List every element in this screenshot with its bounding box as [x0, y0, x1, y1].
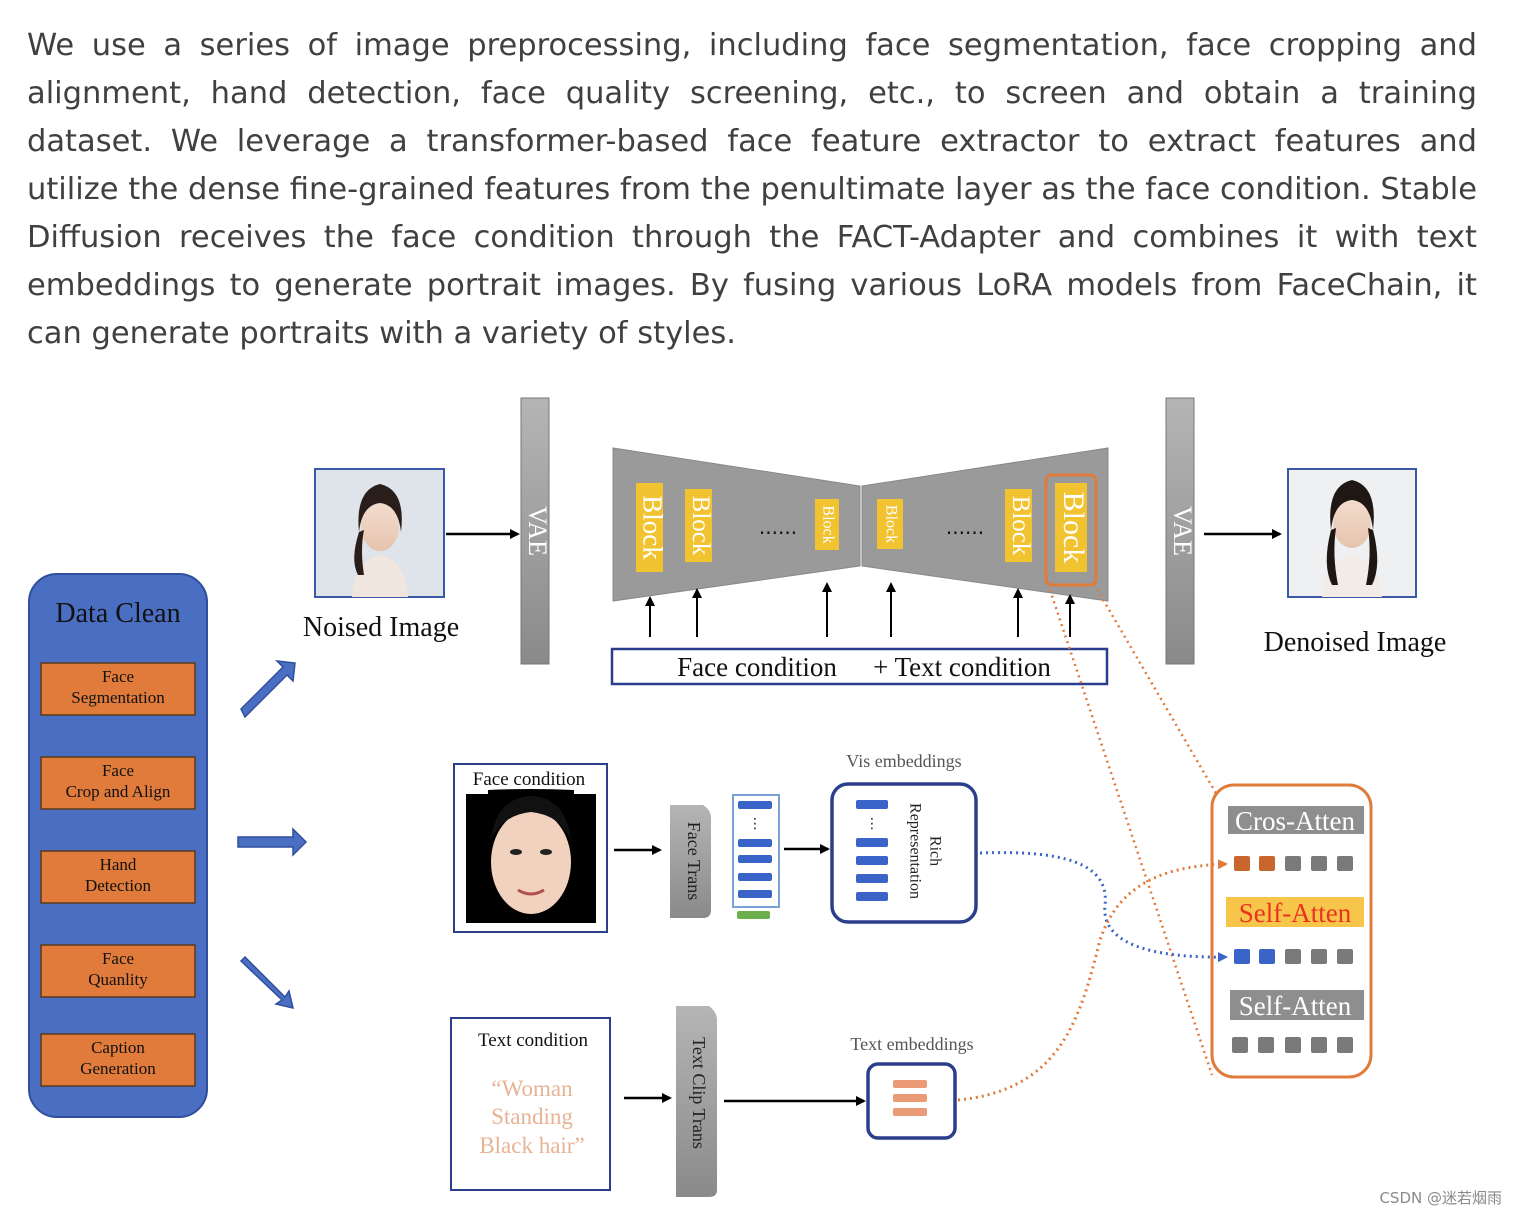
face-trans-tokens: ⋮	[732, 794, 780, 919]
vae-decoder-label: VAE	[1168, 506, 1197, 556]
denoised-image	[1287, 468, 1417, 598]
data-clean-step-label: Generation	[80, 1059, 156, 1078]
text-clip-label: Text Clip Trans	[689, 1037, 709, 1149]
token-row-3	[1232, 1037, 1353, 1053]
flow-arrow-up	[240, 660, 296, 719]
unet-block: Block	[815, 499, 839, 550]
data-clean-step-label: Face	[102, 949, 134, 968]
unet-block: Block	[636, 483, 667, 572]
cross-attention-label: Cros-Atten	[1235, 806, 1355, 836]
text-prompt-line-2: Standing	[491, 1104, 573, 1129]
token-row-2	[1234, 949, 1353, 964]
text-embeddings-box	[866, 1062, 957, 1140]
text-prompt-line-3: Black hair”	[479, 1133, 584, 1158]
data-clean-step-label: Quanlity	[88, 970, 148, 989]
ellipsis-left: ......	[759, 515, 797, 539]
unet-block-label: Block	[687, 496, 714, 556]
vae-encoder-label: VAE	[523, 506, 552, 556]
vae-decoder: VAE	[1165, 397, 1197, 665]
vis-embeddings-box: ⋮ Rich Representation	[830, 782, 978, 924]
condition-bar: Face condition + Text condition	[610, 647, 1109, 686]
description-paragraph: We use a series of image preprocessing, …	[27, 28, 1477, 351]
unet-block-label: Block	[1007, 496, 1034, 556]
text-condition-box: Text condition “Woman Standing Black hai…	[450, 1017, 611, 1191]
unet-block-label: Block	[882, 505, 899, 543]
unet-block-label: Block	[1057, 492, 1090, 564]
dotted-connectors	[957, 583, 1228, 1102]
face-trans-label: Face Trans	[684, 822, 704, 901]
unet-blocks: Block Block Block Block Block Block	[636, 483, 1090, 572]
face-condition-box: Face condition	[453, 763, 608, 933]
noised-image	[314, 468, 445, 598]
csdn-watermark: CSDN @迷若烟雨	[1379, 1189, 1502, 1207]
text-condition-label: Text condition	[478, 1030, 589, 1051]
face-condition-label: Face condition	[473, 769, 586, 790]
rich-label-1: Rich	[926, 836, 943, 866]
denoised-image-label: Denoised Image	[1264, 627, 1447, 658]
data-clean-step-label: Crop and Align	[66, 782, 171, 801]
svg-text:⋮: ⋮	[865, 816, 879, 832]
unet-block-label: Block	[819, 505, 836, 543]
unet-block: Block	[1005, 489, 1034, 562]
highlighted-block-outline	[1044, 473, 1098, 587]
text-embeddings-label: Text embeddings	[850, 1034, 973, 1054]
unet-block: Block	[685, 489, 714, 562]
data-clean-title: Data Clean	[55, 598, 180, 629]
data-clean-step-label: Face	[102, 761, 134, 780]
text-condition-text: + Text condition	[873, 652, 1051, 682]
data-clean-step-label: Segmentation	[71, 688, 165, 707]
data-clean-step-label: Face	[102, 667, 134, 686]
condition-arrows	[645, 582, 1075, 637]
vae-encoder: VAE	[520, 397, 552, 665]
flow-arrow-down	[239, 955, 295, 1010]
text-prompt-line-1: “Woman	[491, 1076, 573, 1101]
flow-arrow-right	[237, 827, 308, 857]
data-clean-step-label: Caption	[91, 1038, 145, 1057]
text-clip-module: Text Clip Trans	[676, 1006, 717, 1197]
data-clean-step-label: Hand	[100, 855, 137, 874]
unet-block-label: Block	[637, 495, 667, 560]
vis-embeddings-label: Vis embeddings	[846, 751, 961, 771]
svg-text:⋮: ⋮	[748, 816, 762, 832]
face-condition-text: Face condition	[677, 652, 837, 682]
token-row-1	[1234, 856, 1353, 871]
unet-block: Block	[1055, 483, 1090, 572]
noised-image-label: Noised Image	[303, 612, 459, 643]
rich-label-2: Representation	[906, 803, 923, 899]
face-trans-module: Face Trans	[670, 805, 711, 918]
self-attention-label-2: Self-Atten	[1239, 991, 1352, 1021]
unet-block: Block	[877, 499, 903, 549]
attention-panel: Cros-Atten Self-Atten Self-Atten	[1210, 783, 1373, 1079]
data-clean-step-label: Detection	[85, 876, 152, 895]
self-attention-label-1: Self-Atten	[1239, 898, 1352, 928]
ellipsis-right: ......	[946, 515, 984, 539]
